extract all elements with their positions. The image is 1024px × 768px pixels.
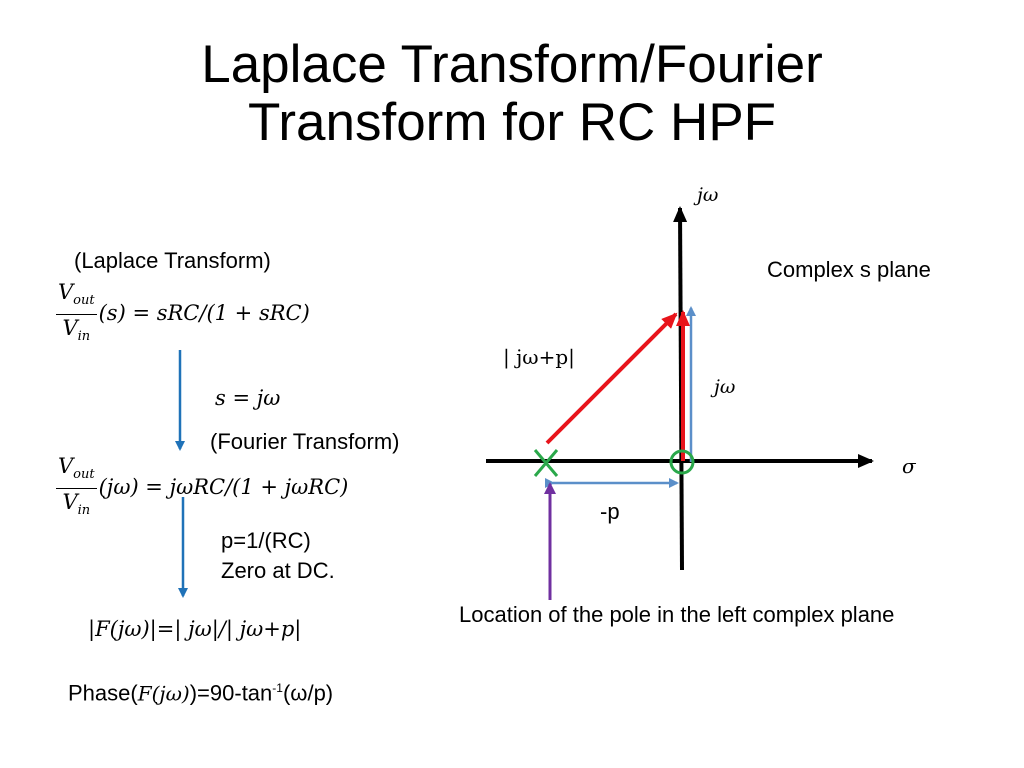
zero-circle-marker xyxy=(669,449,695,475)
magnitude-eq: |F(jω)|=| jω|/| jω+p| xyxy=(88,617,302,641)
title-line-2: Transform for RC HPF xyxy=(247,93,777,152)
substitution-eq: s = jω xyxy=(215,386,281,410)
vector-label: | jω+p| xyxy=(503,345,575,369)
neg-p-label: -p xyxy=(600,499,620,524)
fourier-equation: Vout Vin (jω) = jωRC/(1 + jωRC) xyxy=(56,454,348,523)
jw-axis-label: jω xyxy=(697,184,719,206)
complex-plane-label: Complex s plane xyxy=(767,257,931,282)
laplace-equation: Vout Vin (s) = sRC/(1 + sRC) xyxy=(56,280,310,349)
jw-vector-label: jω xyxy=(714,376,736,398)
pole-definition: p=1/(RC) xyxy=(221,528,311,553)
zero-note: Zero at DC. xyxy=(221,558,335,583)
fourier-fraction: Vout Vin xyxy=(56,454,97,519)
slide-title: Laplace Transform/Fourier Transform for … xyxy=(0,36,1024,152)
title-line-1: Laplace Transform/Fourier xyxy=(201,35,823,94)
laplace-label: (Laplace Transform) xyxy=(74,248,271,273)
phase-eq: Phase(F(jω))=90-tan-1(ω/p) xyxy=(68,680,334,706)
jw-plus-p-vector xyxy=(545,312,678,445)
laplace-rhs: (s) = sRC/(1 + sRC) xyxy=(98,301,310,326)
fourier-label: (Fourier Transform) xyxy=(210,429,400,454)
laplace-fraction: Vout Vin xyxy=(56,280,97,345)
fourier-rhs: (jω) = jωRC/(1 + jωRC) xyxy=(98,475,349,500)
pole-location-note: Location of the pole in the left complex… xyxy=(459,602,895,627)
pole-x-marker xyxy=(533,449,559,477)
sigma-axis-label: σ xyxy=(902,454,916,478)
